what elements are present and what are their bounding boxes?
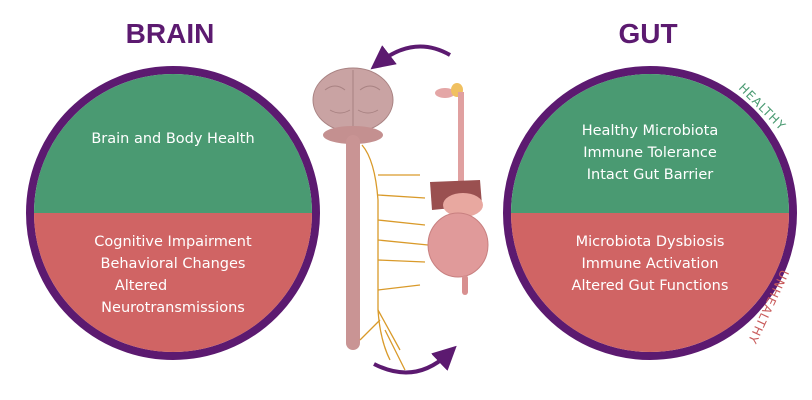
brain-unhealthy-item: Cognitive Impairment (94, 234, 252, 250)
brain-healthy-item: Brain and Body Health (91, 130, 255, 147)
gut-healthy-item: Intact Gut Barrier (586, 166, 714, 183)
brain-unhealthy-item: Behavioral Changes (100, 256, 246, 272)
brain-title: BRAIN (125, 18, 215, 49)
digestive-system-icon (427, 83, 489, 295)
gut-healthy-item: Immune Tolerance (583, 144, 717, 161)
gut-healthy-item: Healthy Microbiota (581, 122, 719, 139)
brain-circle: Brain and Body Health Cognitive Impairme… (26, 66, 320, 360)
nerves-icon (359, 144, 429, 371)
brain-healthy-section: Brain and Body Health (34, 74, 312, 213)
brain-unhealthy-item: Altered (114, 278, 168, 294)
gut-unhealthy-item: Microbiota Dysbiosis (575, 234, 725, 250)
arrow-gut-to-brain (370, 44, 451, 70)
gut-title: GUT (618, 18, 678, 49)
brain-unhealthy-item: Neurotransmissions (101, 300, 245, 316)
gut-circle: Healthy Microbiota Immune Tolerance Inta… (503, 66, 797, 360)
gut-unhealthy-item: Immune Activation (581, 256, 719, 272)
gut-unhealthy-item: Altered Gut Functions (571, 278, 729, 294)
spinal-cord-icon (346, 135, 360, 350)
gut-healthy-section: Healthy Microbiota Immune Tolerance Inta… (511, 74, 789, 213)
brain-icon (312, 67, 394, 144)
arrow-brain-to-gut (373, 345, 457, 375)
gut-unhealthy-section: Microbiota Dysbiosis Immune Activation A… (511, 213, 789, 352)
brain-unhealthy-section: Cognitive Impairment Behavioral Changes … (34, 213, 312, 352)
